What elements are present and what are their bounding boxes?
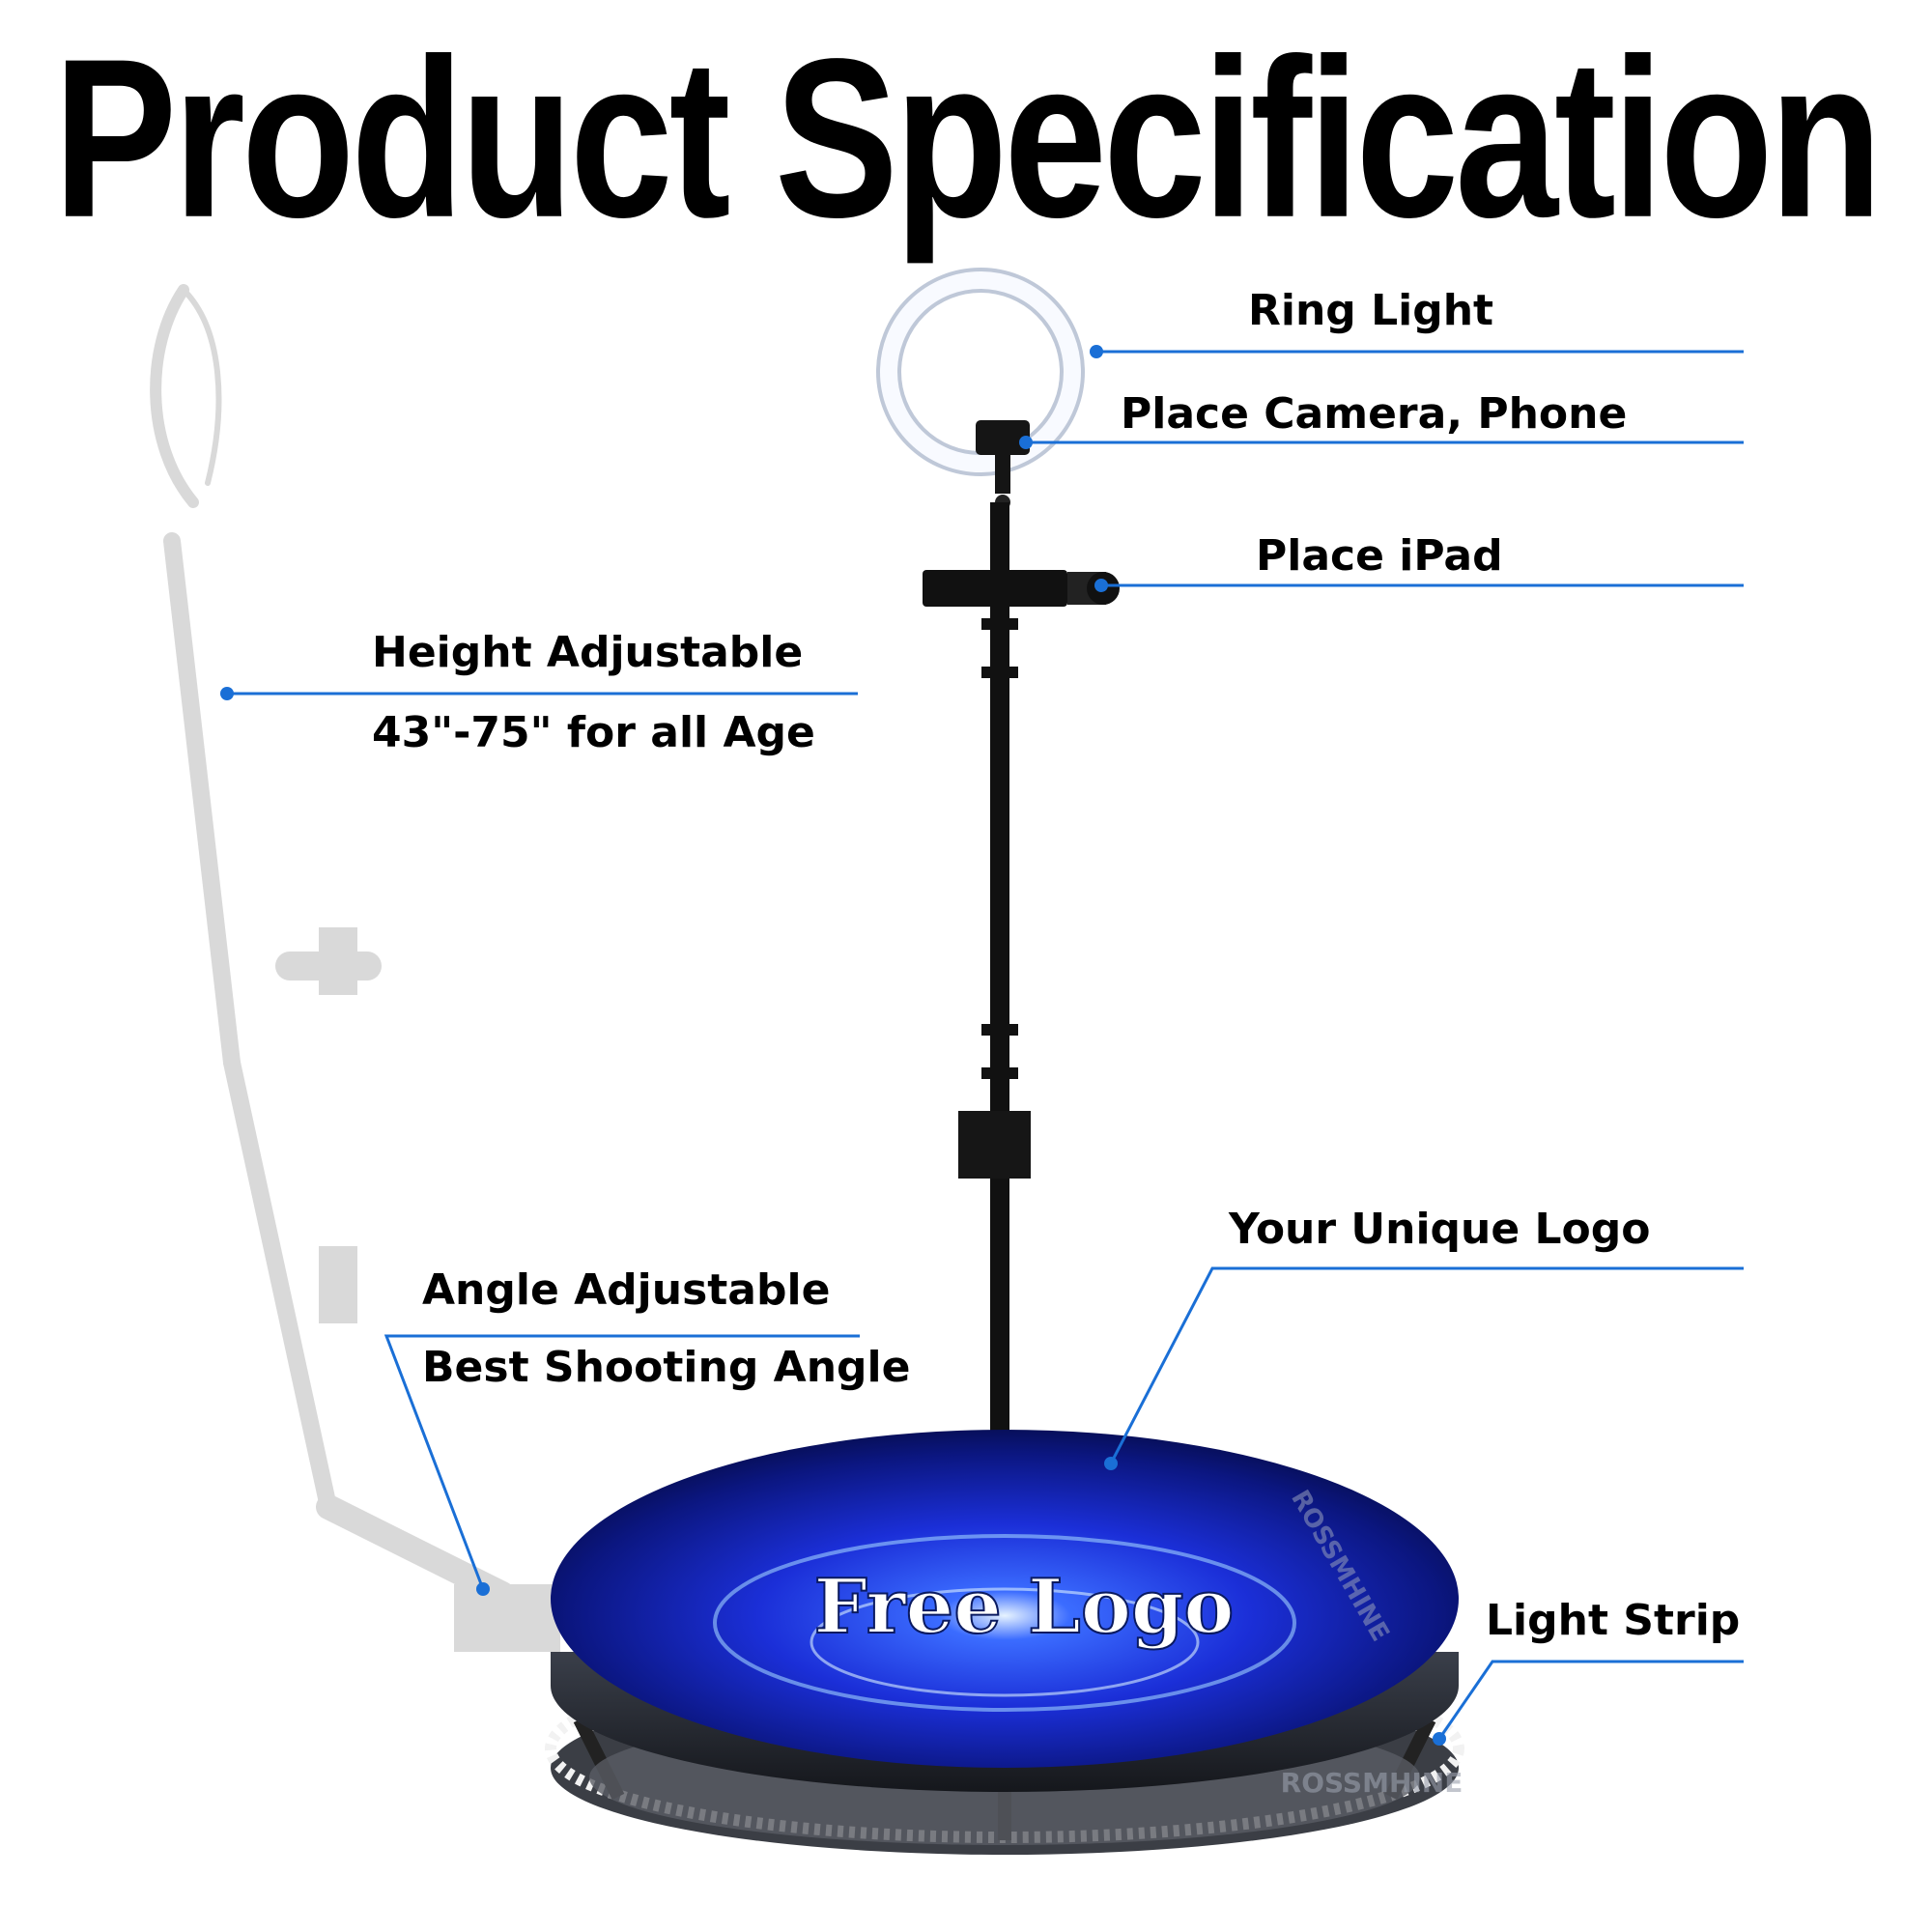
height-range-label: 43"-75" for all Age bbox=[372, 708, 815, 757]
best-angle-label: Best Shooting Angle bbox=[422, 1343, 911, 1392]
ipad-holder bbox=[923, 555, 1120, 613]
stand-pole bbox=[958, 502, 1031, 1468]
watermark-text-bottom: ROSSMHINE bbox=[1281, 1767, 1463, 1799]
page-title: Product Specification bbox=[53, 11, 1883, 265]
light-strip-label: Light Strip bbox=[1486, 1596, 1741, 1645]
place-camera-label: Place Camera, Phone bbox=[1121, 389, 1628, 439]
callout-lines bbox=[227, 350, 1744, 1740]
callout-dots bbox=[220, 345, 1446, 1746]
height-adjustable-label: Height Adjustable bbox=[372, 628, 804, 677]
unique-logo-label: Your Unique Logo bbox=[1229, 1205, 1651, 1254]
spin-platform: Free Logo ROSSMHINE ROSSMHINE bbox=[545, 1430, 1464, 1855]
angle-adjustable-label: Angle Adjustable bbox=[422, 1265, 831, 1315]
free-logo-text: Free Logo bbox=[814, 1563, 1235, 1651]
ghost-stand bbox=[150, 284, 560, 1652]
ring-light bbox=[876, 268, 1085, 476]
phone-holder bbox=[976, 420, 1030, 510]
ring-light-label: Ring Light bbox=[1248, 286, 1494, 335]
place-ipad-label: Place iPad bbox=[1256, 531, 1503, 581]
